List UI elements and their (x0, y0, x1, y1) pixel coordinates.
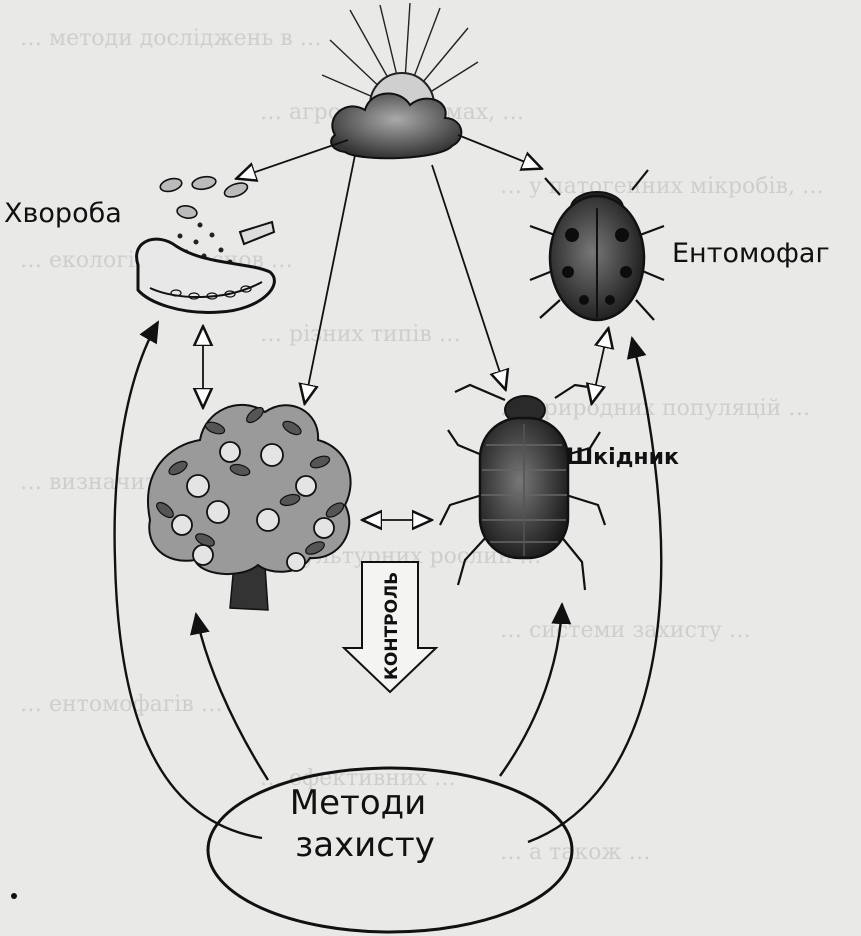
stray-dot (11, 893, 17, 899)
curve-methods-to-entomophage (528, 338, 661, 842)
pest-label: Шкідник (566, 445, 679, 470)
disease-label: Хвороба (4, 198, 122, 229)
control-arrow: КОНТРОЛЬ (344, 562, 436, 692)
arrow-cloud-to-disease (238, 140, 348, 178)
methods-label-line1: Методи (290, 783, 426, 823)
fruit-tree-icon (148, 405, 351, 610)
curve-methods-to-tree (196, 614, 268, 780)
arrow-cloud-to-entomophage (458, 135, 540, 168)
control-label: КОНТРОЛЬ (382, 572, 402, 680)
protection-methods-node: Методи захисту (208, 768, 572, 932)
ladybug-icon (530, 170, 664, 320)
entomophage-label: Ентомофаг (672, 238, 830, 269)
methods-label-line2: захисту (295, 825, 435, 865)
arrow-cloud-to-pest (432, 165, 505, 388)
sun-cloud-icon (322, 3, 478, 158)
pest-bug-icon (440, 385, 605, 590)
curve-methods-to-pest (500, 604, 562, 776)
arrow-cloud-to-tree (305, 155, 355, 402)
arrow-entomophage-pest (592, 330, 608, 402)
disease-icon (137, 175, 275, 312)
